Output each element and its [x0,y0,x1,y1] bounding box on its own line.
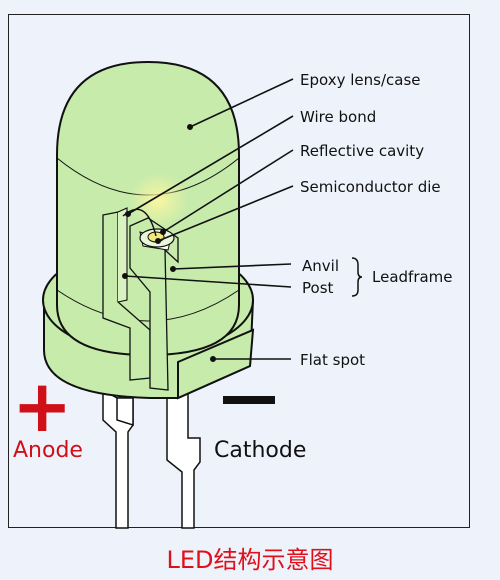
anvil [129,217,179,391]
plus-icon: + [12,364,72,448]
label-cathode: Cathode [214,438,306,463]
cathode-lead [166,391,201,529]
minus-icon [223,396,275,404]
dome-base-contour [56,289,240,322]
label-reflective-cavity: Reflective cavity [300,142,424,160]
light-glow [128,172,188,228]
leadframe-brace [351,257,363,297]
label-epoxy: Epoxy lens/case [300,71,421,89]
flat-spot [177,328,255,400]
label-anvil: Anvil [302,257,339,275]
label-anode: Anode [13,438,83,463]
caption: LED结构示意图 [166,546,334,574]
anode-lead [102,388,134,529]
label-wire-bond: Wire bond [300,108,376,126]
label-flat-spot: Flat spot [300,351,365,369]
label-post: Post [302,279,334,297]
label-semiconductor-die: Semiconductor die [300,178,441,196]
label-leadframe: Leadframe [372,268,453,286]
leader-lines [122,78,294,362]
